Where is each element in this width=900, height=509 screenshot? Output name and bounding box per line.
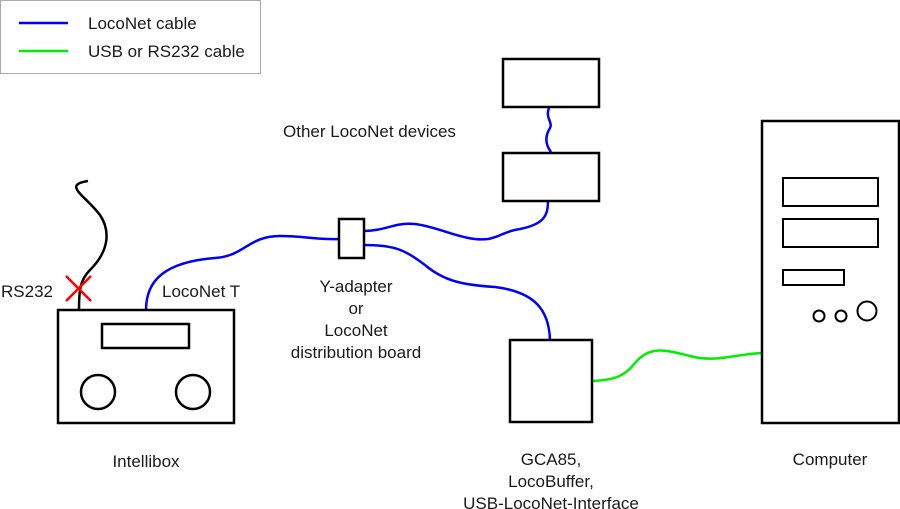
intellibox-device — [56, 308, 236, 425]
legend: LocoNet cable USB or RS232 cable — [0, 0, 261, 74]
other-device-top — [501, 57, 601, 109]
computer-led-1 — [812, 309, 826, 323]
computer-led-2 — [834, 309, 848, 323]
disconnected-mark-icon — [65, 275, 92, 302]
y-adapter-label: Y-adapter or LocoNet distribution board — [291, 277, 421, 362]
computer-drive-bay-1 — [782, 177, 879, 207]
rs232-label: RS232 — [1, 282, 53, 301]
loconet-cable-intellibox — [144, 234, 341, 311]
interface-device — [508, 338, 594, 424]
y-adapter-label-line: Y-adapter — [319, 277, 392, 296]
other-device-bottom — [501, 151, 601, 203]
y-adapter-body — [337, 217, 366, 260]
interface-label: GCA85, LocoBuffer, USB-LocoNet-Interface — [463, 450, 639, 509]
legend-loconet-label: LocoNet cable — [88, 14, 197, 33]
loconet-cable-other-devices — [363, 199, 550, 241]
interface-body — [508, 338, 594, 424]
other-loconet-devices — [501, 57, 601, 203]
y-adapter-device — [337, 217, 366, 260]
computer-label: Computer — [793, 450, 868, 469]
other-devices-label: Other LocoNet devices — [283, 122, 456, 141]
y-adapter-label-line: distribution board — [291, 343, 421, 362]
legend-frame — [0, 0, 261, 74]
computer-power-button — [856, 300, 878, 322]
legend-usb-label: USB or RS232 cable — [88, 42, 245, 61]
computer-device — [760, 119, 900, 425]
computer-drive-bay-2 — [782, 218, 879, 248]
intellibox-knob-right — [174, 373, 212, 411]
intellibox-display — [100, 322, 191, 350]
intellibox-knob-left — [79, 373, 117, 411]
loconet-cable-interface — [363, 243, 552, 341]
y-adapter-label-line: or — [348, 299, 363, 318]
interface-label-line: LocoBuffer, — [508, 472, 594, 491]
computer-floppy-slot — [782, 269, 845, 286]
loconet-cable-chain — [545, 107, 553, 153]
intellibox-label: Intellibox — [112, 452, 180, 471]
y-adapter-label-line: LocoNet — [324, 321, 388, 340]
usb-cable — [591, 349, 763, 383]
interface-label-line: USB-LocoNet-Interface — [463, 494, 639, 509]
loconet-t-label: LocoNet T — [162, 282, 240, 301]
interface-label-line: GCA85, — [521, 450, 581, 469]
